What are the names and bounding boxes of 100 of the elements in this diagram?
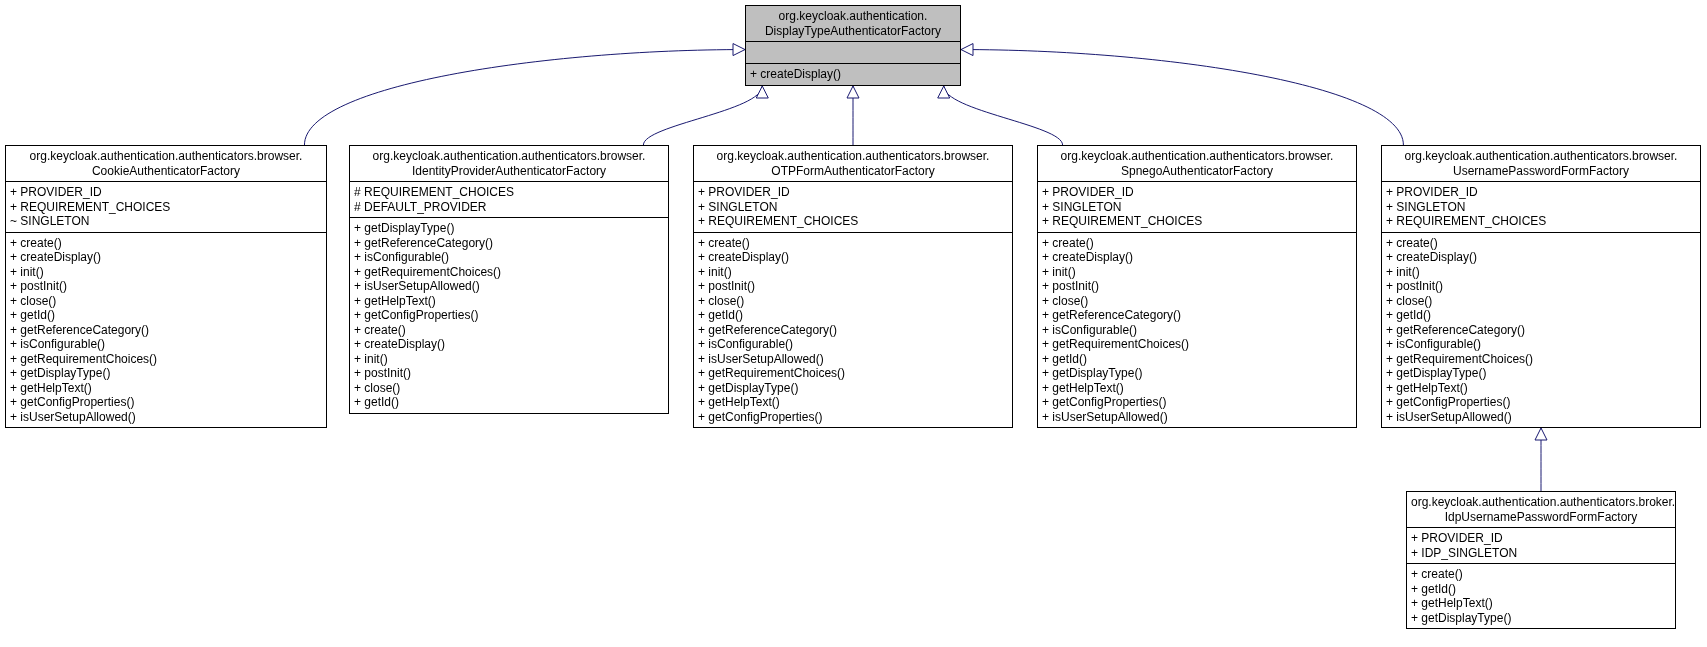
method-text: + create() <box>1386 235 1438 250</box>
method-text: + getDisplayType() <box>354 221 455 236</box>
method-text: + getConfigProperties() <box>698 409 823 424</box>
class-box <box>693 145 1013 428</box>
method-text: + getReferenceCategory() <box>10 322 150 337</box>
method-text: + getConfigProperties() <box>1042 395 1167 410</box>
method-text: + postInit() <box>698 279 756 294</box>
method-text: + isConfigurable() <box>354 250 450 265</box>
class-box <box>5 145 327 428</box>
method-text: + isConfigurable() <box>698 337 794 352</box>
method-text: + isConfigurable() <box>10 337 106 352</box>
method-text: + getDisplayType() <box>10 366 111 381</box>
method-text: + postInit() <box>1042 279 1100 294</box>
attribute-text: + SINGLETON <box>1386 199 1466 214</box>
method-text: + getId() <box>10 308 56 323</box>
method-text: + createDisplay() <box>1042 250 1134 265</box>
method-text: + postInit() <box>354 366 412 381</box>
method-text: + close() <box>1042 293 1089 308</box>
method-text: + isConfigurable() <box>1386 337 1482 352</box>
method-text: + getReferenceCategory() <box>698 322 838 337</box>
attribute-text: ~ SINGLETON <box>10 214 90 229</box>
method-text: + createDisplay() <box>750 67 842 82</box>
method-text: + create() <box>1042 235 1094 250</box>
attribute-text: + PROVIDER_ID <box>1042 185 1134 200</box>
attribute-text: + PROVIDER_ID <box>698 185 790 200</box>
method-text: + getId() <box>354 395 400 410</box>
inheritance-arrow <box>846 85 860 146</box>
inheritance-arrow <box>303 43 746 146</box>
class-name: org.keycloak.authentication.authenticators.broker. IdpUsernamePasswordFormFactory <box>1411 495 1676 524</box>
method-text: + getDisplayType() <box>1386 366 1487 381</box>
method-text: + close() <box>1386 293 1433 308</box>
method-text: + create() <box>698 235 750 250</box>
method-text: + getHelpText() <box>1411 596 1493 611</box>
method-text: + getConfigProperties() <box>10 395 135 410</box>
class-name: org.keycloak.authentication. DisplayTypeAuthenticatorFactory <box>764 9 942 38</box>
class-name: org.keycloak.authentication.authenticators.browser. IdentityProviderAuthenticatorFactory <box>372 149 646 178</box>
method-text: + getHelpText() <box>698 395 780 410</box>
attribute-text: # DEFAULT_PROVIDER <box>354 199 487 214</box>
method-text: + getReferenceCategory() <box>354 235 494 250</box>
method-text: + getHelpText() <box>10 380 92 395</box>
method-text: + init() <box>1042 264 1076 279</box>
method-text: + getHelpText() <box>1386 380 1468 395</box>
method-text: + isUserSetupAllowed() <box>1386 409 1512 424</box>
method-text: + getRequirementChoices() <box>1386 351 1534 366</box>
attribute-text: + PROVIDER_ID <box>1386 185 1478 200</box>
method-text: + getDisplayType() <box>698 380 799 395</box>
method-text: + getConfigProperties() <box>1386 395 1511 410</box>
attribute-text: # REQUIREMENT_CHOICES <box>354 185 515 200</box>
inheritance-arrow <box>960 43 1404 146</box>
method-text: + init() <box>354 351 388 366</box>
method-text: + getRequirementChoices() <box>1042 337 1190 352</box>
method-text: + createDisplay() <box>354 337 446 352</box>
class-box <box>1406 491 1676 629</box>
attribute-text: + REQUIREMENT_CHOICES <box>698 214 859 229</box>
method-text: + postInit() <box>10 279 68 294</box>
method-text: + createDisplay() <box>10 250 102 265</box>
class-box <box>1037 145 1357 428</box>
method-text: + getDisplayType() <box>1411 610 1512 625</box>
method-text: + close() <box>698 293 745 308</box>
attribute-text: + SINGLETON <box>1042 199 1122 214</box>
method-text: + isUserSetupAllowed() <box>1042 409 1168 424</box>
method-text: + getId() <box>1386 308 1432 323</box>
method-text: + isUserSetupAllowed() <box>10 409 136 424</box>
method-text: + isConfigurable() <box>1042 322 1138 337</box>
method-text: + close() <box>354 380 401 395</box>
method-text: + getHelpText() <box>1042 380 1124 395</box>
method-text: + create() <box>1411 567 1463 582</box>
method-text: + init() <box>1386 264 1420 279</box>
method-text: + postInit() <box>1386 279 1444 294</box>
method-text: + createDisplay() <box>698 250 790 265</box>
method-text: + getRequirementChoices() <box>698 366 846 381</box>
class-box <box>1381 145 1701 428</box>
method-text: + create() <box>354 322 406 337</box>
class-name: org.keycloak.authentication.authenticators.browser. UsernamePasswordFormFactory <box>1404 149 1678 178</box>
method-text: + getRequirementChoices() <box>354 264 502 279</box>
method-text: + getId() <box>698 308 744 323</box>
method-text: + getReferenceCategory() <box>1386 322 1526 337</box>
class-name: org.keycloak.authentication.authenticators.browser. SpnegoAuthenticatorFactory <box>1060 149 1334 178</box>
class-name: org.keycloak.authentication.authenticators.browser. OTPFormAuthenticatorFactory <box>716 149 990 178</box>
method-text: + isUserSetupAllowed() <box>698 351 824 366</box>
method-text: + getDisplayType() <box>1042 366 1143 381</box>
attribute-text: + PROVIDER_ID <box>1411 531 1503 546</box>
method-text: + getConfigProperties() <box>354 308 479 323</box>
method-text: + getHelpText() <box>354 293 436 308</box>
class-box <box>349 145 669 414</box>
attribute-text: + IDP_SINGLETON <box>1411 545 1518 560</box>
method-text: + getId() <box>1411 581 1457 596</box>
method-text: + create() <box>10 235 62 250</box>
attribute-text: + REQUIREMENT_CHOICES <box>1386 214 1547 229</box>
attribute-text: + REQUIREMENT_CHOICES <box>1042 214 1203 229</box>
class-box <box>745 5 961 86</box>
method-text: + getReferenceCategory() <box>1042 308 1182 323</box>
method-text: + isUserSetupAllowed() <box>354 279 480 294</box>
method-text: + init() <box>10 264 44 279</box>
attribute-text: + REQUIREMENT_CHOICES <box>10 199 171 214</box>
method-text: + init() <box>698 264 732 279</box>
class-name: org.keycloak.authentication.authenticators.browser. CookieAuthenticatorFactory <box>29 149 303 178</box>
method-text: + getId() <box>1042 351 1088 366</box>
attribute-text: + PROVIDER_ID <box>10 185 102 200</box>
inheritance-arrow <box>1534 427 1548 492</box>
